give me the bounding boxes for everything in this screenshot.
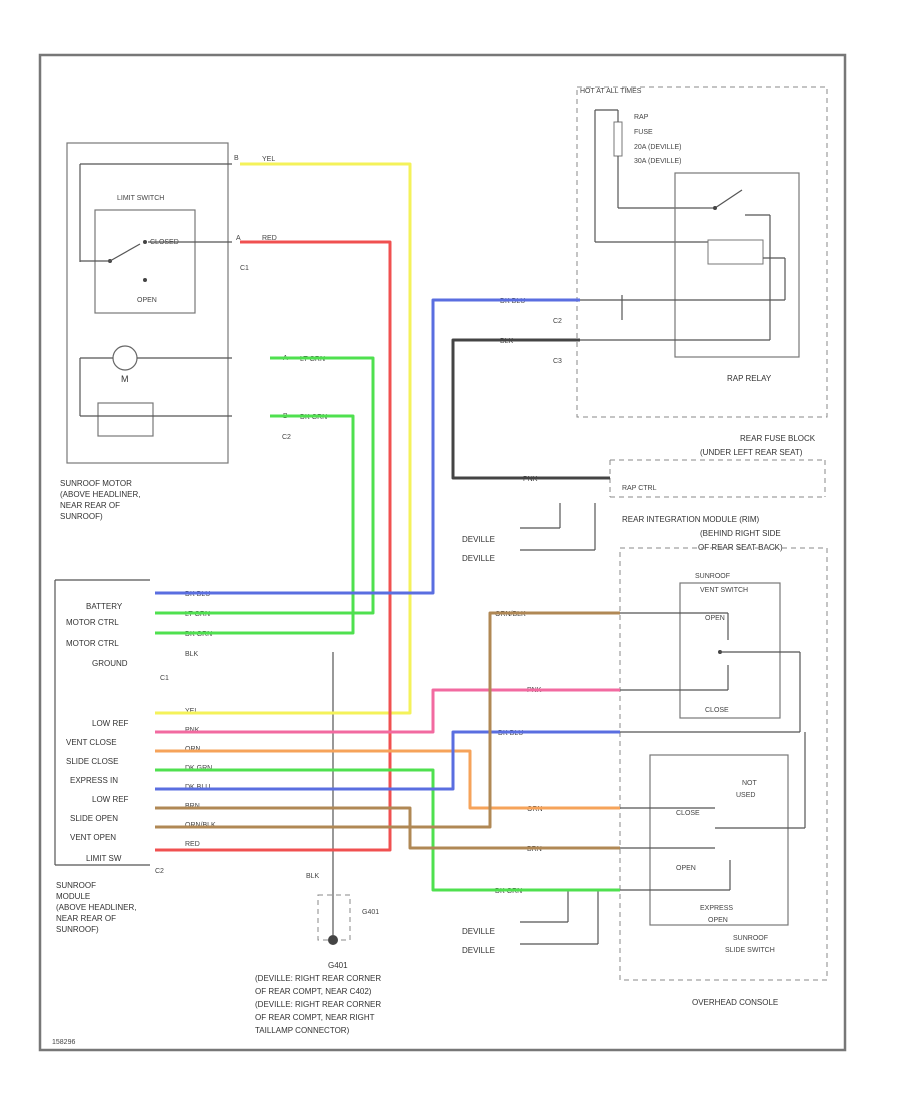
wire-label-red: RED — [262, 235, 277, 242]
ground-caption-5: OF REAR COMPT, NEAR RIGHT — [255, 1013, 375, 1022]
motor-c1-label: C1 — [240, 265, 249, 272]
rear-fuse-block: HOT AT ALL TIMES RAP FUSE 20A (DEVILLE) … — [500, 86, 828, 457]
module-caption-5: SUNROOF) — [56, 925, 99, 934]
module-caption-4: NEAR REAR OF — [56, 914, 116, 923]
rim-caption-2: (BEHIND RIGHT SIDE — [700, 529, 781, 538]
module-label-battery: BATTERY — [86, 602, 123, 611]
rap-fuse-symbol — [613, 121, 623, 157]
rim-deville-b: DEVILLE — [462, 554, 495, 563]
motor-m-label: M — [121, 374, 129, 384]
ground-caption-6: TAILLAMP CONNECTOR) — [255, 1026, 350, 1035]
not-used-label-1: NOT — [742, 780, 758, 787]
module-caption-2: MODULE — [56, 892, 90, 901]
vent-open-label: OPEN — [705, 615, 725, 622]
rear-fuse-block-caption-2: (UNDER LEFT REAR SEAT) — [700, 448, 803, 457]
overhead-console-label: OVERHEAD CONSOLE — [692, 998, 778, 1007]
rap-relay-label: RAP RELAY — [727, 374, 772, 383]
rim-deville-a: DEVILLE — [462, 535, 495, 544]
module-caption-3: (ABOVE HEADLINER, — [56, 903, 136, 912]
ground-caption-2: (DEVILLE: RIGHT REAR CORNER — [255, 974, 381, 983]
fuse-c2-label: C2 — [553, 318, 562, 325]
wires — [155, 162, 620, 892]
rap-fuse-30a: 30A (DEVILLE) — [634, 158, 681, 165]
ground-caption-3: OF REAR COMPT, NEAR C402) — [255, 987, 372, 996]
wire-dk-grn-express — [155, 768, 620, 892]
module-wire-red: RED — [185, 841, 200, 848]
rap-relay-coil — [707, 239, 764, 265]
fuse-c3-label: C3 — [553, 358, 562, 365]
hot-at-all-times-label: HOT AT ALL TIMES — [580, 88, 642, 95]
open-label: OPEN — [137, 297, 157, 304]
motor-caption-3: NEAR REAR OF — [60, 501, 120, 510]
module-label-low-ref-1: LOW REF — [92, 719, 129, 728]
rap-ctrl-label: RAP CTRL — [622, 485, 657, 492]
slide-open-label: OPEN — [676, 865, 696, 872]
slide-close-label: CLOSE — [676, 810, 700, 817]
rap-fuse-word: FUSE — [634, 129, 653, 136]
motor-symbol — [112, 345, 138, 371]
slide-switch-label-2: SLIDE SWITCH — [725, 947, 775, 954]
ground-wire-label: BLK — [306, 873, 320, 880]
wire-dk-grn-motor — [155, 414, 355, 635]
motor-caption-1: SUNROOF MOTOR — [60, 479, 132, 488]
vent-switch-label-1: SUNROOF — [695, 573, 730, 580]
ground-g401: BLK G401 G401 (DEVILLE: RIGHT REAR CORNE… — [255, 652, 381, 1035]
wire-pnk — [155, 688, 620, 734]
wire-blk-fuse — [451, 338, 610, 480]
express-label-2: OPEN — [708, 917, 728, 924]
motor-caption-2: (ABOVE HEADLINER, — [60, 490, 140, 499]
motor-pin-a: A — [236, 235, 241, 242]
rap-fuse-20a: 20A (DEVILLE) — [634, 144, 681, 151]
rim-caption-1: REAR INTEGRATION MODULE (RIM) — [622, 515, 760, 524]
module-label-motor-ctrl-2: MOTOR CTRL — [66, 639, 119, 648]
module-c1-label: C1 — [160, 675, 169, 682]
ground-caption-1: G401 — [328, 961, 348, 970]
figure-number: 158296 — [52, 1039, 75, 1046]
rap-fuse-name: RAP — [634, 114, 649, 121]
limit-switch-label: LIMIT SWITCH — [117, 195, 164, 202]
module-wire-blk: BLK — [185, 651, 199, 658]
ground-caption-4: (DEVILLE: RIGHT REAR CORNER — [255, 1000, 381, 1009]
express-label-1: EXPRESS — [700, 905, 733, 912]
motor-caption-4: SUNROOF) — [60, 512, 103, 521]
module-label-low-ref-2: LOW REF — [92, 795, 129, 804]
diagram-frame — [38, 53, 847, 1052]
motor-c2-label: C2 — [282, 434, 291, 441]
module-caption-1: SUNROOF — [56, 881, 96, 890]
not-used-label-2: USED — [736, 792, 755, 799]
module-label-vent-open: VENT OPEN — [70, 833, 116, 842]
wire-label-yel: YEL — [262, 156, 275, 163]
module-c2-label: C2 — [155, 868, 164, 875]
wire-orn — [155, 749, 620, 810]
module-label-ground: GROUND — [92, 659, 128, 668]
module-label-limit-sw: LIMIT SW — [86, 854, 122, 863]
module-label-vent-close: VENT CLOSE — [66, 738, 117, 747]
wire-dk-blu-lowref — [155, 730, 620, 791]
slide-switch-label-1: SUNROOF — [733, 935, 768, 942]
motor-pin-b: B — [234, 155, 239, 162]
module-label-slide-open: SLIDE OPEN — [70, 814, 118, 823]
console-deville-b: DEVILLE — [462, 946, 495, 955]
wire-dk-blu-battery — [155, 298, 580, 595]
vent-switch-label-2: VENT SWITCH — [700, 587, 748, 594]
console-deville-a: DEVILLE — [462, 927, 495, 936]
rear-fuse-block-caption-1: REAR FUSE BLOCK — [740, 434, 816, 443]
wire-red — [155, 240, 392, 852]
wire-orn-blk — [155, 611, 620, 829]
wire-yel — [155, 162, 412, 715]
module-label-motor-ctrl-1: MOTOR CTRL — [66, 618, 119, 627]
module-label-express-in: EXPRESS IN — [70, 776, 118, 785]
vent-close-label: CLOSE — [705, 707, 729, 714]
ground-name-label: G401 — [362, 909, 379, 916]
sunroof-motor: LIMIT SWITCH CLOSED OPEN M C1 C2 B A A B… — [60, 142, 327, 521]
module-label-slide-close: SLIDE CLOSE — [66, 757, 118, 766]
overhead-console: SUNROOF VENT SWITCH OPEN CLOSE NOT USED … — [462, 547, 828, 1007]
wire-lt-grn — [155, 356, 375, 615]
